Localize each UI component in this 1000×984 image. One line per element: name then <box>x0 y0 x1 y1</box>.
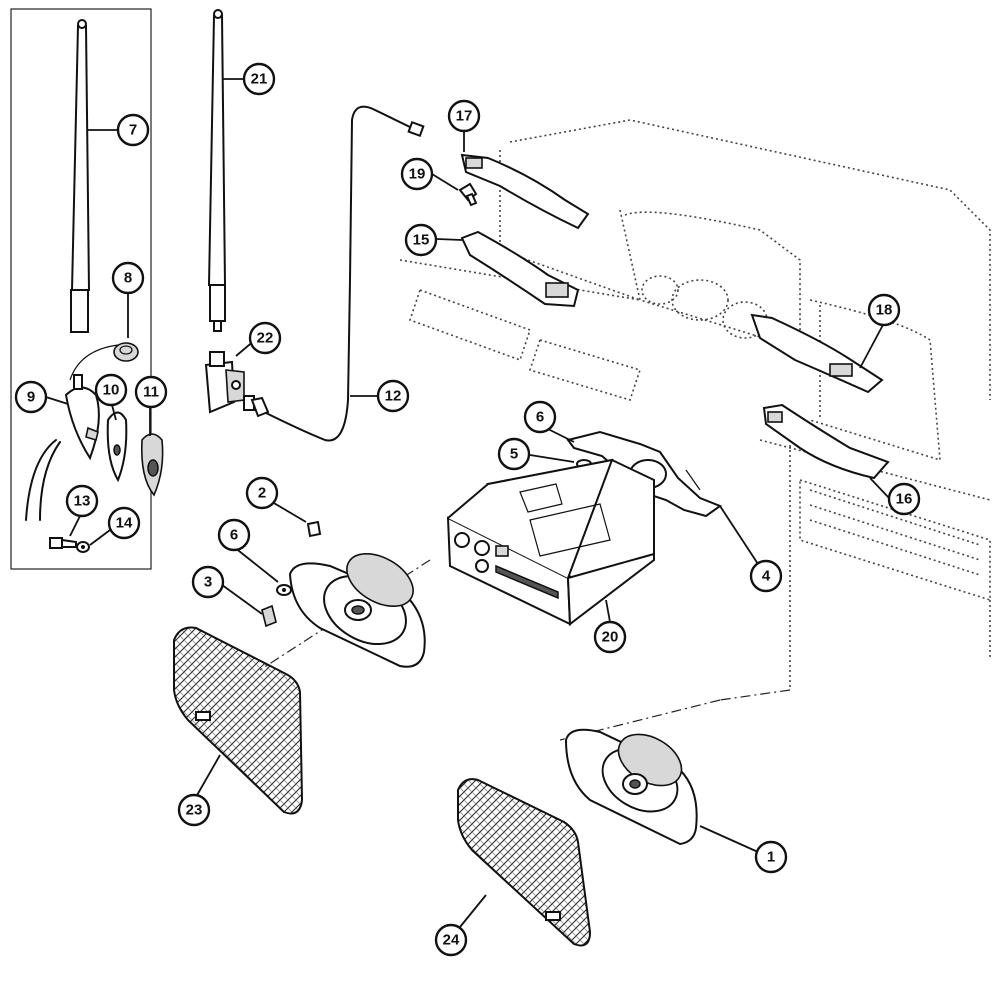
callout-10: 10 <box>94 373 128 407</box>
bracket-17 <box>460 153 590 230</box>
cable-connector-22 <box>204 351 255 414</box>
dashboard-outline <box>399 119 991 690</box>
antenna-mast-21 <box>207 9 227 332</box>
antenna-gasket-10 <box>106 411 128 483</box>
callout-12-label: 12 <box>385 388 402 405</box>
speaker-upper <box>288 552 426 668</box>
callout-15: 15 <box>404 223 438 257</box>
callout-6-bracket: 6 <box>523 400 557 434</box>
screw-3 <box>261 604 277 628</box>
callout-14-label: 14 <box>116 515 133 532</box>
callout-24: 24 <box>434 923 468 957</box>
callout-20: 20 <box>593 620 627 654</box>
callout-4: 4 <box>749 559 783 593</box>
callout-18: 18 <box>867 293 901 327</box>
leader-lines <box>45 78 891 928</box>
antenna-kit-box <box>10 8 152 570</box>
callout-16-label: 16 <box>896 491 913 508</box>
callout-19: 19 <box>400 157 434 191</box>
antenna-bolt-13 <box>49 537 77 549</box>
callout-21-label: 21 <box>251 71 268 88</box>
callout-2-label: 2 <box>258 485 266 502</box>
callout-15-label: 15 <box>413 232 430 249</box>
callout-2: 2 <box>245 476 279 510</box>
callout-5-label: 5 <box>510 446 518 463</box>
callout-8-label: 8 <box>124 270 132 287</box>
callout-16: 16 <box>887 482 921 516</box>
callout-22: 22 <box>248 321 282 355</box>
callout-20-label: 20 <box>602 629 619 646</box>
callout-10-label: 10 <box>103 382 120 399</box>
callout-6-bracket-label: 6 <box>536 409 544 426</box>
callout-8: 8 <box>111 261 145 295</box>
callout-13-label: 13 <box>74 493 91 510</box>
clip-2 <box>306 520 322 538</box>
callout-13: 13 <box>65 484 99 518</box>
callout-17-label: 17 <box>456 108 473 125</box>
callout-23: 23 <box>177 793 211 827</box>
callout-11-label: 11 <box>143 384 159 401</box>
washer-6 <box>276 584 292 596</box>
antenna-nut-8 <box>69 342 139 381</box>
callout-7-label: 7 <box>129 122 137 139</box>
callout-1: 1 <box>754 840 788 874</box>
callout-17: 17 <box>447 99 481 133</box>
speaker-grille-24 <box>457 778 592 947</box>
callout-11: 11 <box>134 375 168 409</box>
callout-1-label: 1 <box>767 849 775 866</box>
speaker-grille-23 <box>173 626 304 815</box>
callout-6-speaker: 6 <box>217 518 251 552</box>
screw-19 <box>458 182 478 207</box>
antenna-mast-7 <box>70 19 91 333</box>
callout-12: 12 <box>376 379 410 413</box>
bracket-18 <box>750 313 884 394</box>
antenna-base-9 <box>25 374 100 521</box>
antenna-pad-11 <box>140 433 164 497</box>
bracket-15 <box>460 230 580 308</box>
callout-21: 21 <box>242 62 276 96</box>
bracket-16 <box>762 403 890 480</box>
callout-23-label: 23 <box>186 802 203 819</box>
radio-unit-20 <box>446 458 655 626</box>
callout-19-label: 19 <box>409 166 426 183</box>
callout-3: 3 <box>191 565 225 599</box>
speaker-1 <box>564 728 698 846</box>
callout-5: 5 <box>497 437 531 471</box>
callout-18-label: 18 <box>876 302 893 319</box>
callout-6-speaker-label: 6 <box>230 527 238 544</box>
callout-7: 7 <box>116 113 150 147</box>
callout-22-label: 22 <box>257 330 274 347</box>
callout-3-label: 3 <box>204 574 212 591</box>
callout-9: 9 <box>14 380 48 414</box>
callout-4-label: 4 <box>762 568 771 585</box>
antenna-washer-14 <box>76 541 90 553</box>
antenna-cable-12 <box>250 105 425 442</box>
callout-14: 14 <box>107 506 141 540</box>
callout-9-label: 9 <box>27 389 35 406</box>
callout-24-label: 24 <box>443 932 460 949</box>
